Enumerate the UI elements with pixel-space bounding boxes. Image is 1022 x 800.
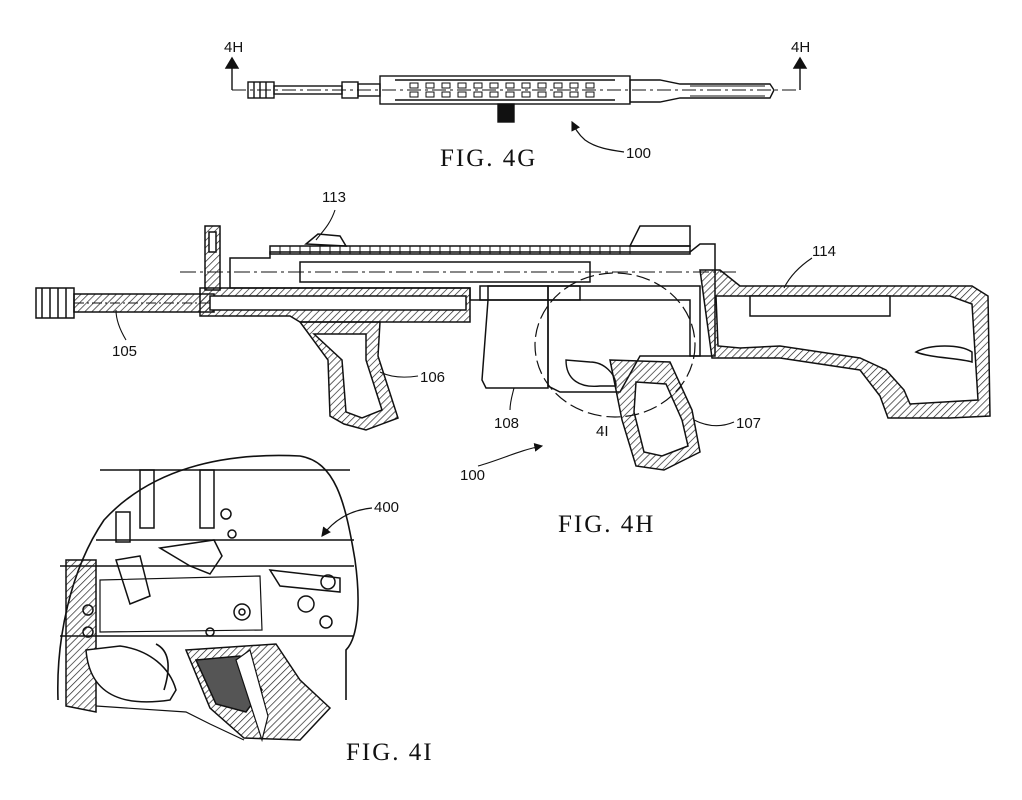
- ref-numeral-100-mid: 100: [460, 467, 486, 484]
- ref-numeral-105: 105: [112, 343, 138, 360]
- leader-400: [321, 507, 373, 537]
- ref-numeral-400: 400: [374, 499, 400, 516]
- fig-4h-side-section: [35, 225, 991, 471]
- fig-4i-detail-view: [57, 454, 359, 743]
- leader-100-top: [571, 120, 625, 153]
- figure-caption-4g: FIG. 4G: [440, 145, 538, 172]
- section-marker-left: 4H: [224, 39, 244, 56]
- ref-numeral-106: 106: [420, 369, 446, 386]
- ref-numeral-108: 108: [494, 415, 520, 432]
- section-marker-right: 4H: [791, 39, 811, 56]
- ref-numeral-107: 107: [736, 415, 762, 432]
- detail-marker-4i: 4I: [596, 423, 609, 440]
- ref-numeral-100-top: 100: [626, 145, 652, 162]
- figure-caption-4i: FIG. 4I: [346, 739, 434, 766]
- fig-4h-leaders: [115, 209, 813, 467]
- fig-4g-top-view: [224, 56, 808, 123]
- figure-caption-4h: FIG. 4H: [558, 511, 656, 538]
- ref-numeral-113: 113: [322, 189, 346, 206]
- ref-numeral-114: 114: [812, 243, 836, 260]
